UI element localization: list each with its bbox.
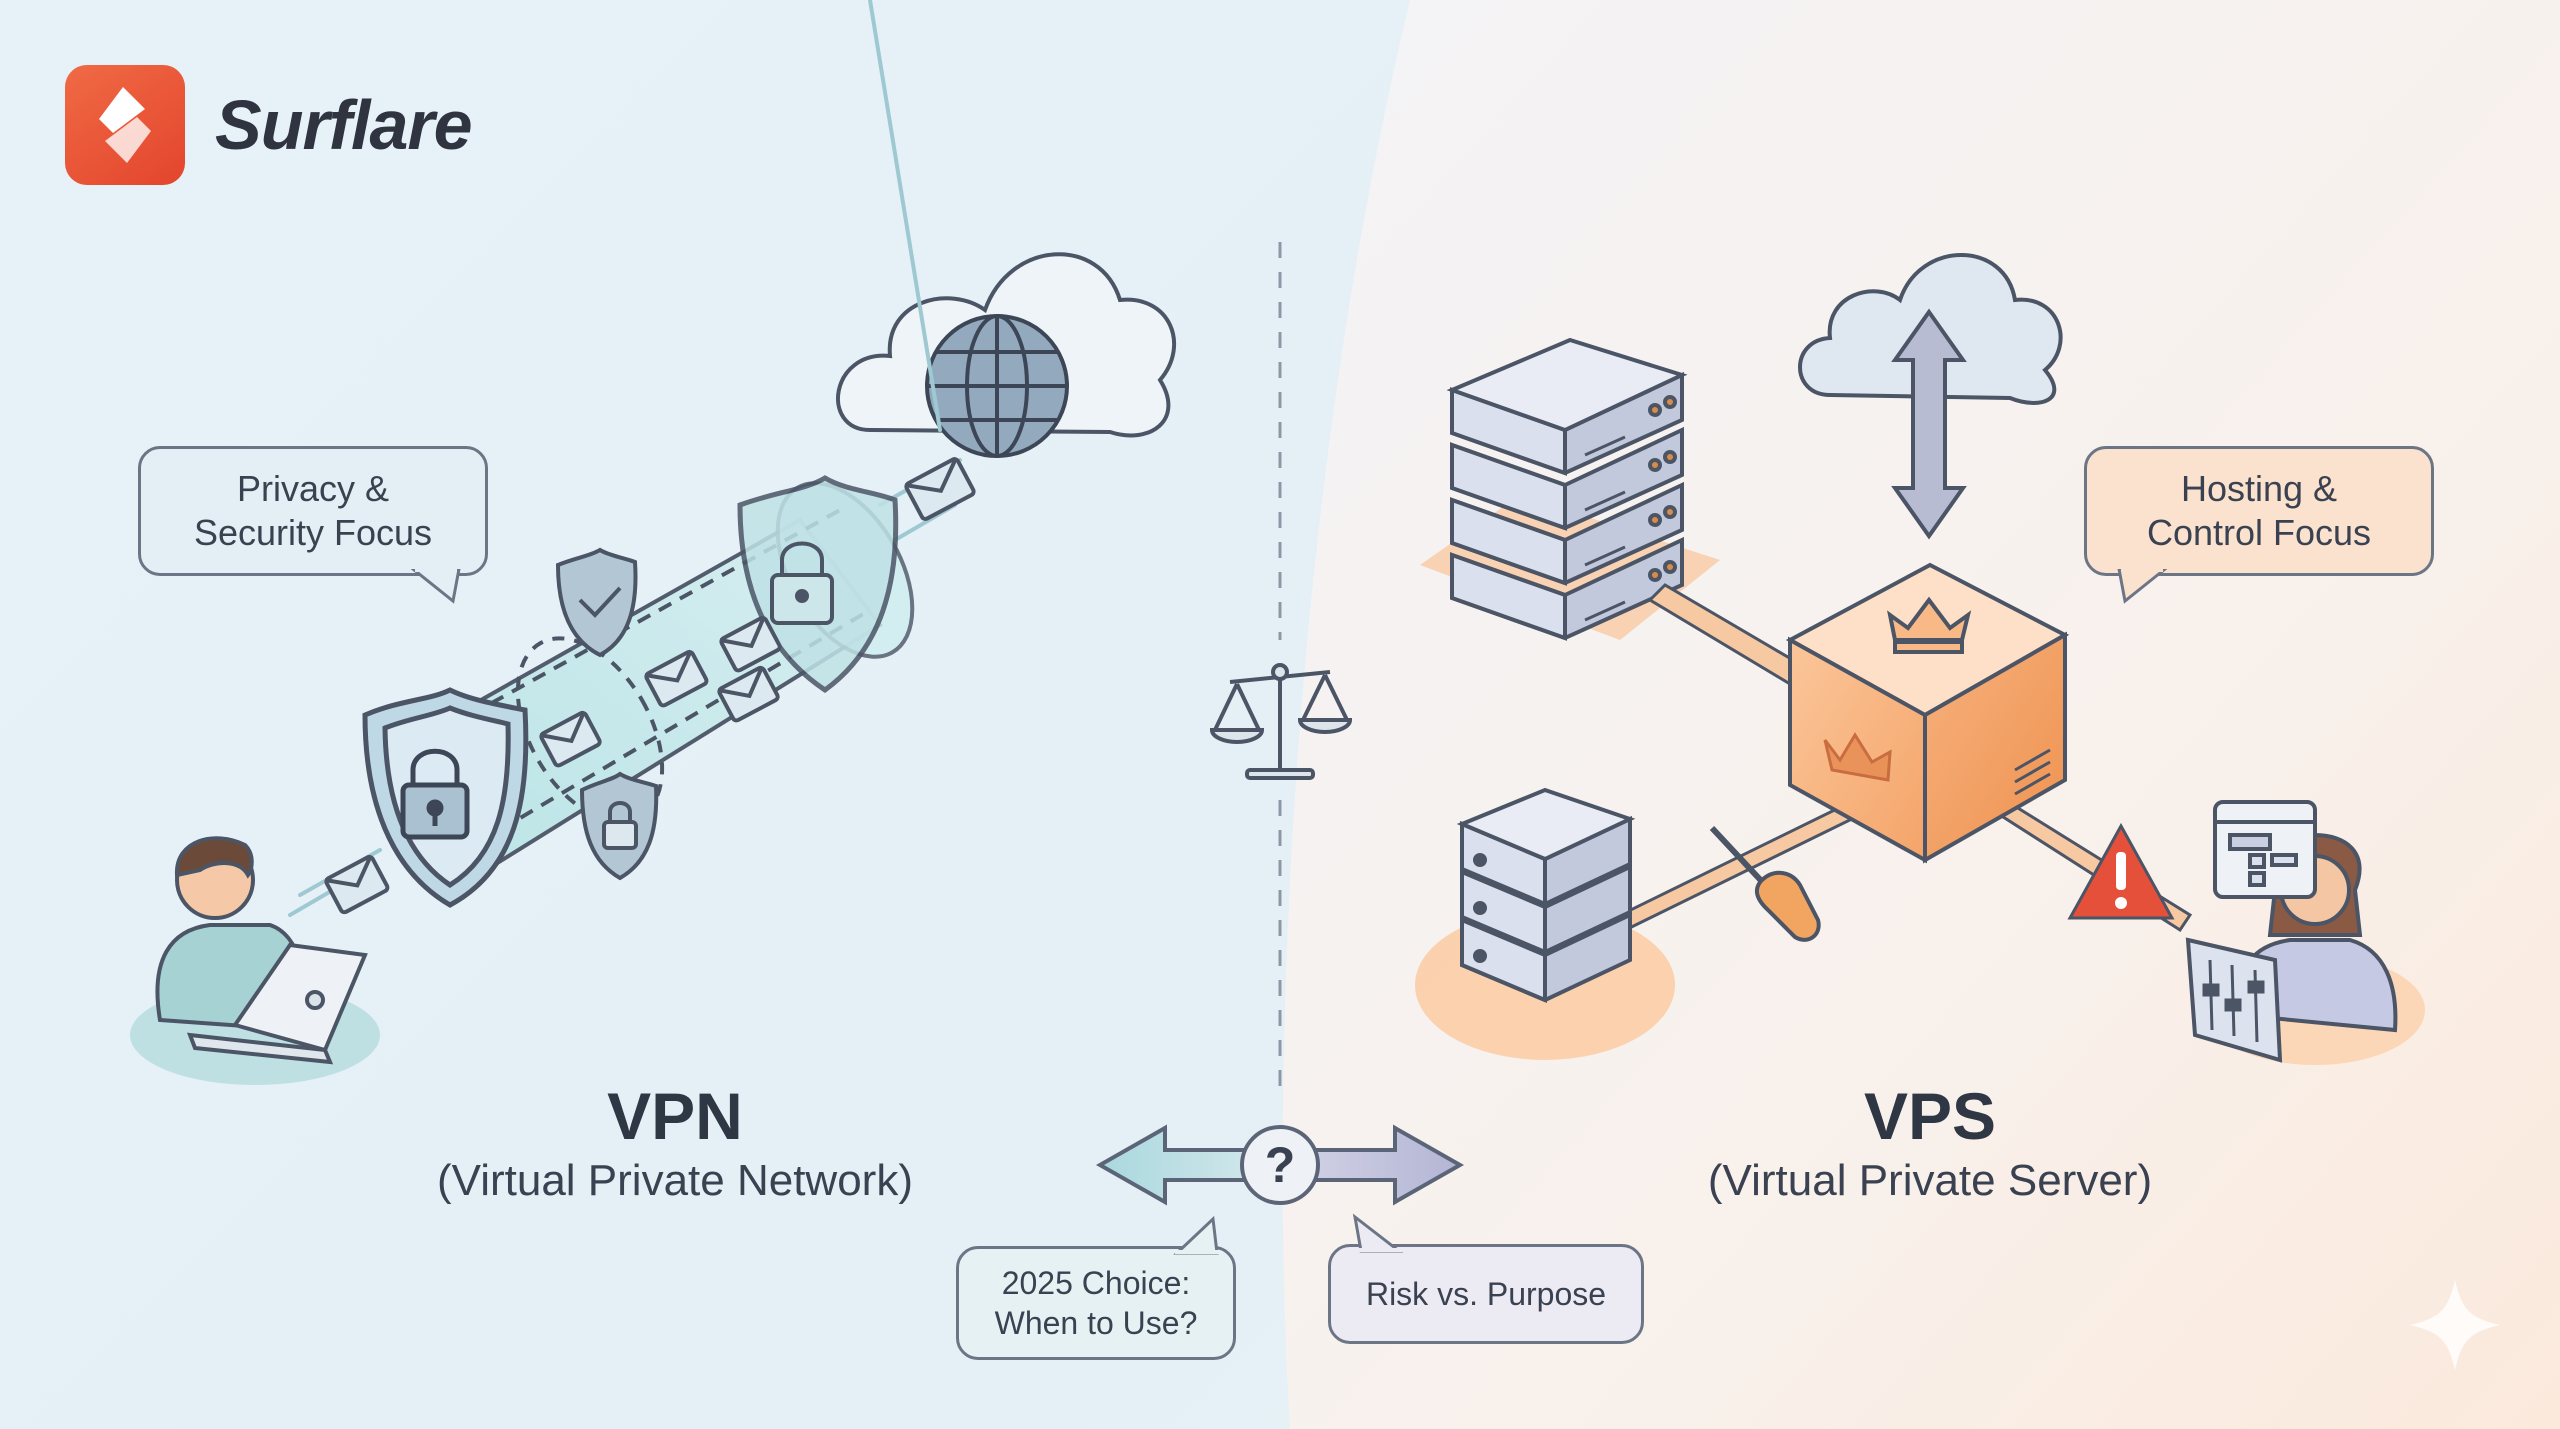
lock-icon [770, 541, 834, 625]
bubble-tail [1352, 1213, 1404, 1253]
privacy-security-bubble: Privacy & Security Focus [138, 446, 488, 604]
double-arrow [1095, 1124, 1465, 1206]
vpn-title: VPN [607, 1079, 743, 1153]
vps-title: VPS [1863, 1079, 1997, 1153]
server-icon [1420, 337, 1720, 641]
shield-icon [555, 547, 638, 658]
bubble-line: 2025 Choice: [1001, 1265, 1191, 1301]
vps-subtitle: (Virtual Private Server) [1707, 1156, 2153, 1205]
lock-icon [400, 748, 470, 840]
bubble-tail [1173, 1215, 1219, 1255]
bubble-tail [2117, 569, 2168, 604]
bubble-line: Risk vs. Purpose [1365, 1276, 1607, 1312]
brand-name: Surflare [215, 86, 473, 164]
bubble-line: Privacy & [236, 468, 390, 509]
bubble-line: When to Use? [994, 1305, 1198, 1341]
shield-icon [579, 771, 659, 881]
crown-icon [1823, 732, 1892, 782]
brand-logo[interactable]: Surflare [65, 65, 473, 185]
choice-bubble: 2025 Choice: When to Use? [956, 1215, 1236, 1360]
risk-purpose-bubble: Risk vs. Purpose [1328, 1213, 1644, 1344]
warning-icon [2067, 822, 2175, 920]
scale-icon [1209, 663, 1353, 780]
vpn-subtitle: (Virtual Private Network) [437, 1156, 913, 1205]
up-down-arrow-icon [1891, 308, 1967, 540]
sparkle-icon [2410, 1280, 2500, 1370]
crown-icon [1887, 596, 1972, 654]
surflare-logo-icon [65, 65, 185, 185]
bubble-line: Control Focus [2146, 512, 2372, 553]
bubble-line: Hosting & [2180, 468, 2338, 509]
hosting-control-bubble: Hosting & Control Focus [2084, 446, 2434, 604]
question-mark: ? [1265, 1137, 1296, 1193]
screwdriver-icon [1709, 825, 1821, 942]
globe-icon [925, 314, 1069, 458]
envelope-icon [324, 456, 976, 915]
bubble-tail [411, 569, 461, 604]
server-icon [1415, 787, 1675, 1060]
laptop-icon [186, 942, 368, 1065]
control-panel-icon [2185, 937, 2283, 1063]
bubble-line: Security Focus [193, 512, 433, 553]
browser-window-icon [2213, 800, 2317, 899]
